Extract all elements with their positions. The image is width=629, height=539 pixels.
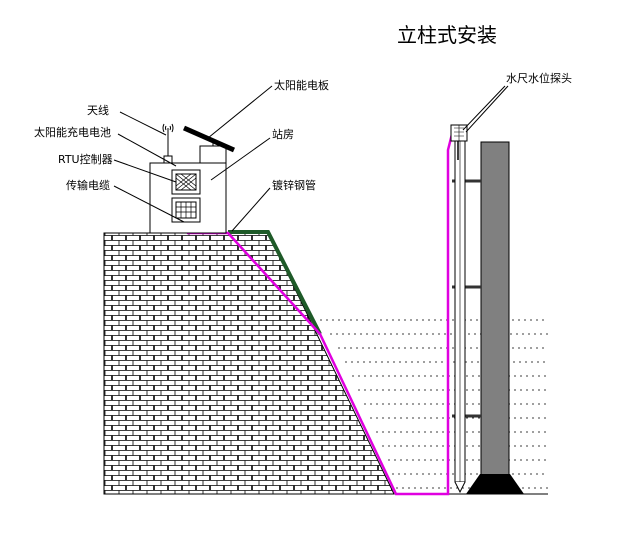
antenna-icon — [162, 123, 174, 164]
solar-panel — [182, 125, 236, 153]
rtu-controller-box — [171, 197, 201, 223]
level-probe — [450, 124, 468, 494]
leader-lines — [113, 85, 509, 232]
brick-embankment — [103, 232, 395, 495]
label-solar-battery: 太阳能充电电池 — [34, 125, 111, 139]
measuring-pillar — [452, 141, 524, 494]
galvanized-pipe — [228, 230, 322, 335]
label-solar-panel: 太阳能电板 — [274, 78, 329, 92]
label-level-probe: 水尺水位探头 — [506, 71, 572, 85]
label-station-house: 站房 — [272, 127, 294, 141]
label-galvanized-pipe: 镀锌钢管 — [272, 178, 316, 192]
label-rtu-controller: RTU控制器 — [58, 152, 113, 166]
diagram-title: 立柱式安装 — [397, 23, 497, 47]
label-antenna: 天线 — [87, 103, 109, 117]
solar-battery-box — [171, 169, 201, 195]
label-transmission-cable: 传输电缆 — [66, 178, 110, 192]
